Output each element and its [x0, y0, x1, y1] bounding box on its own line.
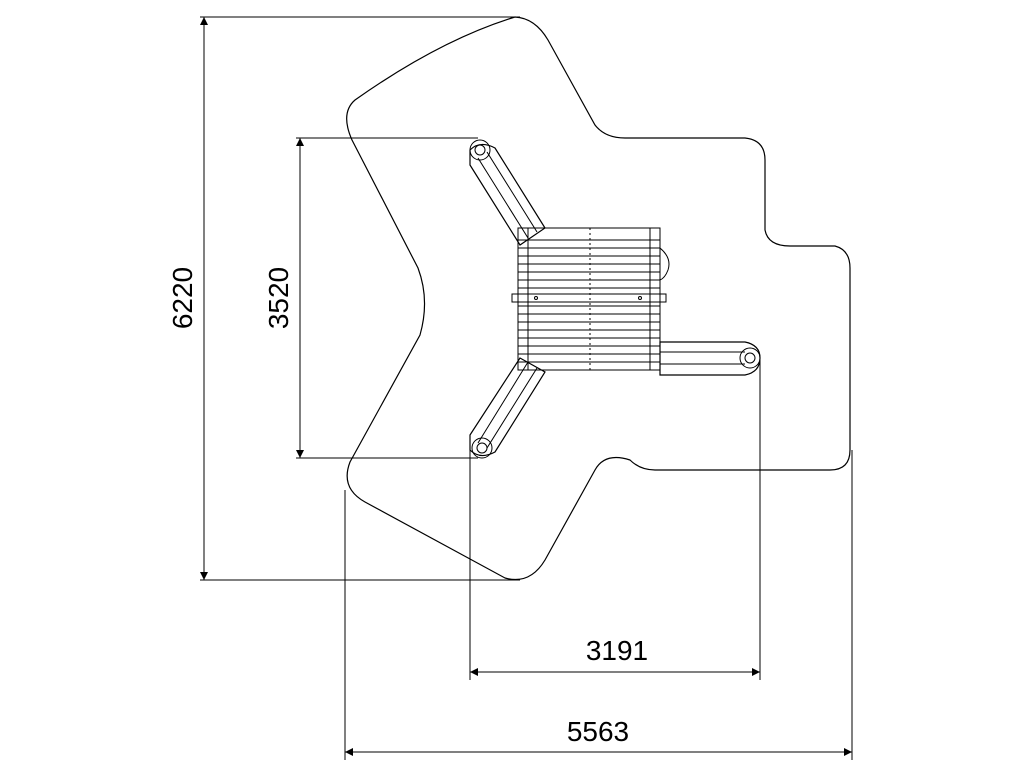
inner-width-label: 3191: [586, 635, 648, 666]
right-tunnel: [659, 341, 761, 376]
overall-height-dimension: 6220: [167, 17, 208, 580]
platform-slats: [518, 239, 660, 363]
extension-lines: [200, 16, 853, 760]
inner-width-dimension: 3191: [470, 635, 760, 676]
upper-left-tunnel: [469, 139, 546, 246]
overall-width-label: 5563: [567, 716, 629, 747]
overall-height-label: 6220: [167, 267, 198, 329]
central-platform: [511, 227, 670, 371]
overall-width-dimension: 5563: [345, 716, 852, 756]
inner-height-dimension: 3520: [263, 138, 304, 458]
inner-height-label: 3520: [263, 267, 294, 329]
safety-zone-outline: [346, 16, 851, 581]
lower-left-tunnel: [469, 357, 546, 459]
